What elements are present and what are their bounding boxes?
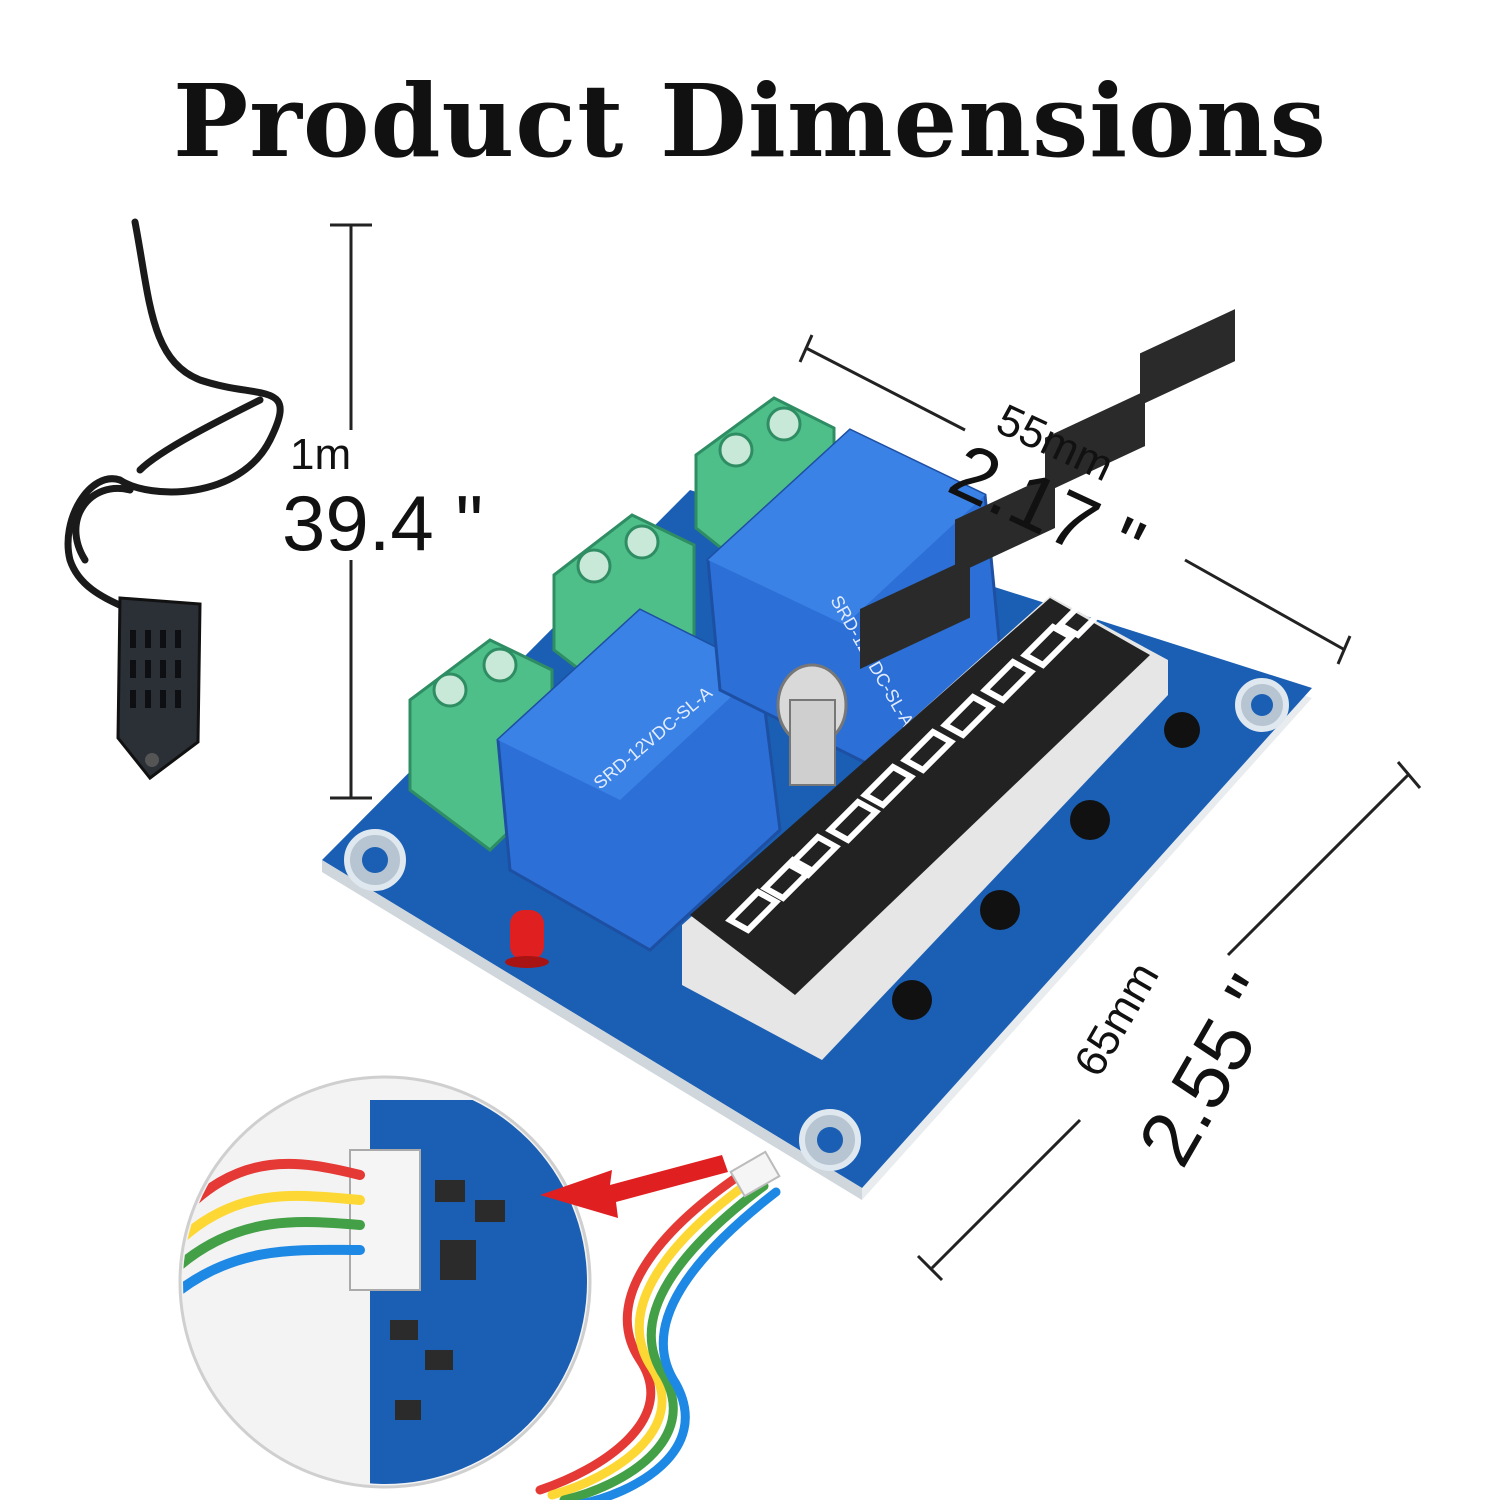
push-button-2: [955, 473, 1055, 930]
sensor-cable: [64, 218, 284, 614]
relay-1: SRD-12VDC-SL-A: [496, 608, 782, 952]
push-button-4: [1140, 309, 1235, 748]
sensor-wire-bundle: [535, 1150, 781, 1500]
cable-length-imperial: 39.4 ": [282, 479, 484, 567]
humidity-sensor-probe: [116, 596, 202, 781]
width-dimension-line: [798, 334, 1352, 665]
cable-length-metric: 1m: [290, 430, 352, 479]
cable-length-dimension-line: [330, 223, 372, 800]
relay-2: SRD-12VDC-SL-A: [706, 428, 1002, 767]
connector-zoom-inset: [178, 1075, 592, 1489]
seven-segment-display: [682, 593, 1168, 1060]
pointer-arrow: [540, 1155, 728, 1218]
push-button-1: [860, 557, 970, 1020]
red-led: [505, 910, 549, 968]
depth-dimension-line: [916, 761, 1422, 1282]
push-button-3: [1045, 391, 1145, 840]
page-title: Product Dimensions: [173, 62, 1327, 180]
push-buttons: [860, 309, 1235, 1020]
capacitor: [776, 663, 848, 786]
